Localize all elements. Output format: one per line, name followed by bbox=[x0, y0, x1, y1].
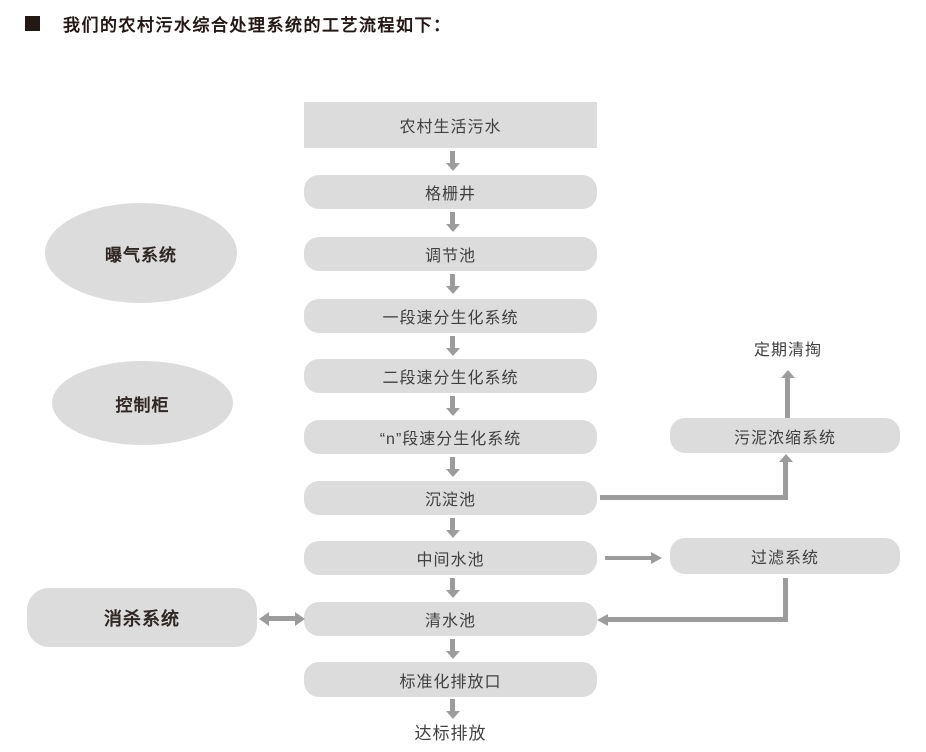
filtration-system-node: 过滤系统 bbox=[670, 538, 900, 574]
flow-outcome-label: 达标排放 bbox=[414, 724, 487, 743]
flow-step-clear-water-pool: 清水池 bbox=[304, 602, 597, 636]
arrow-up-icon bbox=[780, 370, 795, 418]
title-bullet-icon bbox=[25, 16, 40, 31]
arrow-right-icon bbox=[605, 552, 662, 564]
arrow-down-icon bbox=[445, 457, 460, 477]
page-title: 我们的农村污水综合处理系统的工艺流程如下： bbox=[63, 16, 452, 35]
arrow-down-icon bbox=[445, 578, 460, 598]
flow-step-stage2-biochemical: 二段速分生化系统 bbox=[304, 359, 597, 393]
disinfection-system-node: 消杀系统 bbox=[27, 588, 257, 647]
connector-vertical-segment bbox=[783, 578, 788, 622]
periodic-cleaning-label: 定期清掏 bbox=[753, 342, 822, 359]
arrow-down-icon bbox=[445, 151, 460, 171]
flow-step-stage1-biochemical: 一段速分生化系统 bbox=[304, 299, 597, 333]
double-arrow-icon bbox=[259, 611, 305, 626]
flow-step-sedimentation-tank: 沉淀池 bbox=[304, 481, 597, 515]
control-cabinet-ellipse: 控制柜 bbox=[52, 361, 233, 445]
connector-horizontal-segment bbox=[600, 495, 788, 500]
arrow-down-icon bbox=[445, 518, 460, 538]
flow-step-grid-well: 格栅井 bbox=[304, 175, 597, 209]
flow-step-regulating-tank: 调节池 bbox=[304, 237, 597, 271]
arrow-down-icon bbox=[445, 639, 460, 659]
arrow-down-icon bbox=[445, 274, 460, 294]
connector-vertical-segment-arrow-up-icon bbox=[778, 454, 793, 500]
connector-horizontal-segment-arrow-left-icon bbox=[597, 613, 788, 626]
arrow-down-icon bbox=[445, 699, 460, 719]
flow-step-stageN-biochemical: “n”段速分生化系统 bbox=[304, 420, 597, 454]
arrow-down-icon bbox=[445, 336, 460, 356]
arrow-down-icon bbox=[445, 396, 460, 416]
flow-step-standardized-outlet: 标准化排放口 bbox=[304, 662, 597, 697]
flow-step-intermediate-pool: 中间水池 bbox=[304, 541, 597, 575]
sludge-thickening-system-node: 污泥浓缩系统 bbox=[670, 418, 900, 453]
flow-step-rural-domestic-sewage: 农村生活污水 bbox=[304, 102, 597, 148]
arrow-down-icon bbox=[445, 212, 460, 232]
aeration-system-ellipse: 曝气系统 bbox=[45, 203, 237, 303]
